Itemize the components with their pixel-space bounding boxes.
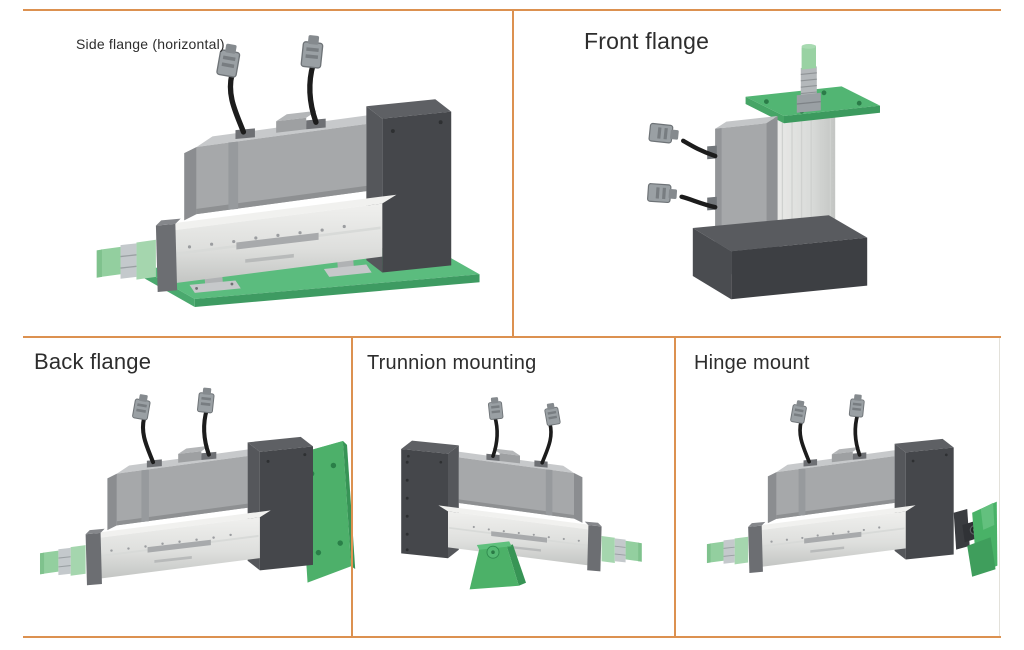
side-flange-illustration <box>55 32 480 307</box>
grid-divider-bottom-left <box>351 336 353 638</box>
hinge-bracket-green <box>967 501 998 577</box>
trunnion-bracket-green <box>469 541 526 590</box>
grid-divider-top-row <box>512 9 514 338</box>
actuator-illustration <box>97 35 452 292</box>
base-block <box>692 215 868 300</box>
hinge-mount-illustration <box>678 392 998 577</box>
actuator-illustration <box>401 397 642 572</box>
trunnion-mounting-illustration <box>358 395 670 590</box>
cell-label-back-flange: Back flange <box>34 349 152 374</box>
grid-border-bottom <box>23 636 1001 638</box>
actuator-illustration <box>707 394 954 573</box>
block-bolt-holes <box>405 460 409 552</box>
grid-divider-bottom-right <box>674 336 676 638</box>
back-flange-illustration <box>8 385 356 644</box>
cell-label-trunnion-mounting: Trunnion mounting <box>367 352 537 374</box>
front-flange-illustration <box>646 44 880 300</box>
cell-label-hinge-mount: Hinge mount <box>694 352 810 374</box>
grid-border-right-faint <box>999 338 1000 636</box>
cell-label-side-flange: Side flange (horizontal) <box>76 36 225 52</box>
actuator-illustration <box>40 387 313 585</box>
piston-rod-tip <box>796 44 821 113</box>
cell-label-front-flange: Front flange <box>584 28 710 54</box>
motor-cables <box>646 122 718 210</box>
